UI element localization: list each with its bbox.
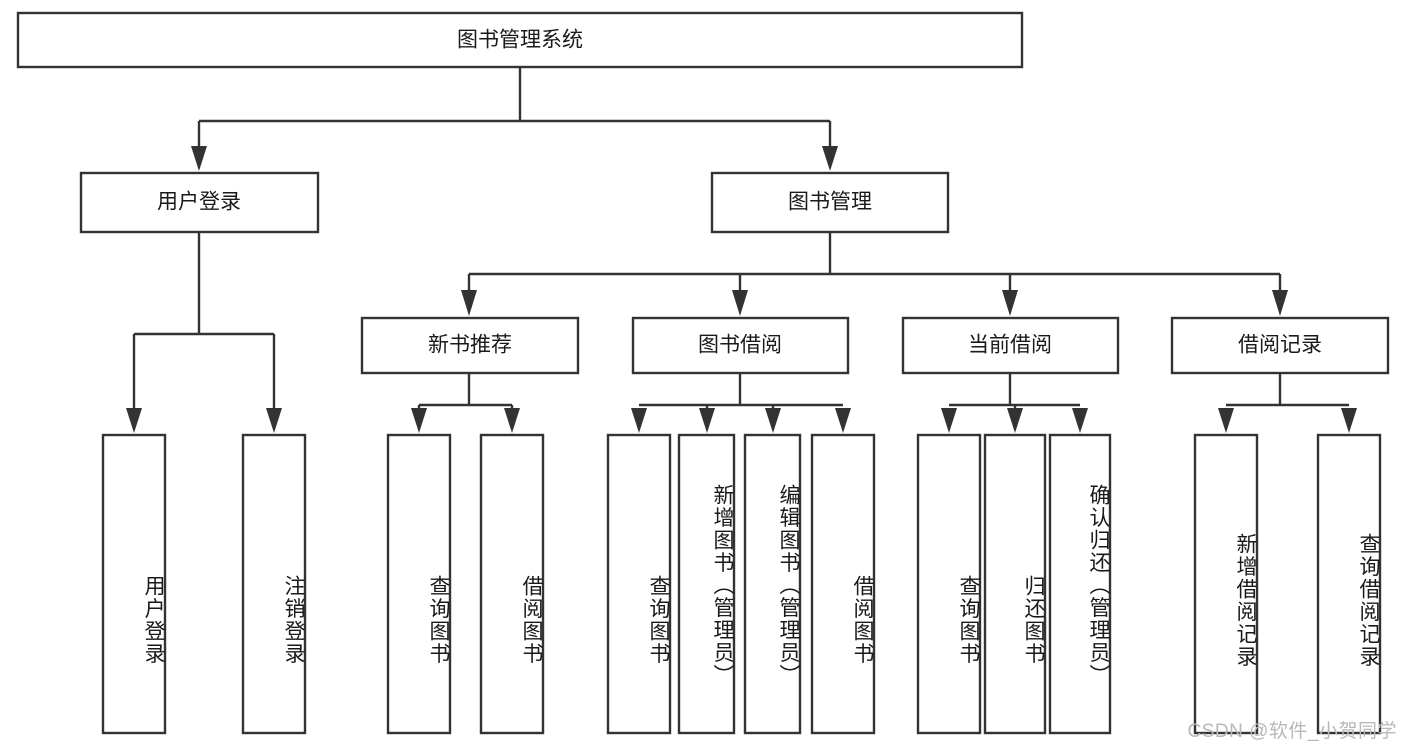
connector-group-root	[191, 67, 838, 171]
node-book-management-box[interactable]	[710, 171, 950, 234]
node-book-management-label: 图书管理	[788, 191, 872, 214]
node-borrow-record-label: 借阅记录	[1238, 334, 1322, 357]
node-book-borrow[interactable]: 图书借阅	[631, 316, 850, 375]
arrow-br-l1	[1218, 408, 1234, 433]
arrow-bb-l3	[765, 408, 781, 433]
node-current-borrow[interactable]: 当前借阅	[901, 316, 1120, 375]
arrow-bb-l2	[699, 408, 715, 433]
arrow-bm-to-bookborrow	[732, 290, 748, 316]
arrow-bm-to-borrowrecord	[1272, 290, 1288, 316]
node-new-book-recommend-label: 新书推荐	[428, 334, 512, 357]
connector-group-current-borrow	[941, 373, 1088, 433]
connector-group-user-login	[126, 232, 282, 433]
connector-group-book-management	[461, 232, 1288, 316]
arrow-ul-l1	[126, 408, 142, 433]
node-leaf-add-borrow-record-box[interactable]	[1193, 433, 1259, 735]
node-user-login[interactable]: 用户登录	[79, 171, 320, 234]
arrow-bb-l1	[631, 408, 647, 433]
node-root[interactable]: 图书管理系统	[16, 11, 1024, 69]
node-leaf-query-borrow-record-box[interactable]	[1316, 433, 1382, 735]
node-leaf-borrow-book-1-box[interactable]	[479, 433, 545, 735]
node-book-borrow-box[interactable]	[631, 316, 850, 375]
arrow-cb-l1	[941, 408, 957, 433]
node-leaf-confirm-return-box[interactable]	[1048, 433, 1112, 735]
arrow-nbr-l2	[504, 408, 520, 433]
connector-group-book-borrow	[631, 373, 851, 433]
node-current-borrow-label: 当前借阅	[968, 334, 1052, 357]
node-user-login-label: 用户登录	[157, 191, 241, 214]
arrow-br-l2	[1341, 408, 1357, 433]
arrow-root-to-book-management	[822, 146, 838, 171]
node-leaf-logout-login-box[interactable]	[241, 433, 307, 735]
arrow-bb-l4	[835, 408, 851, 433]
arrow-bm-to-newbook	[461, 290, 477, 316]
node-borrow-record-box[interactable]	[1170, 316, 1390, 375]
node-leaf-borrow-book-2-box[interactable]	[810, 433, 876, 735]
connector-group-borrow-record	[1218, 373, 1357, 433]
node-leaf-query-book-3-box[interactable]	[916, 433, 982, 735]
node-root-box[interactable]	[16, 11, 1024, 69]
node-borrow-record[interactable]: 借阅记录	[1170, 316, 1390, 375]
arrow-cb-l3	[1072, 408, 1088, 433]
node-new-book-recommend[interactable]: 新书推荐	[360, 316, 580, 375]
arrow-nbr-l1	[411, 408, 427, 433]
node-leaf-edit-book-box[interactable]	[743, 433, 802, 735]
node-book-management[interactable]: 图书管理	[710, 171, 950, 234]
node-current-borrow-box[interactable]	[901, 316, 1120, 375]
csdn-watermark: CSDN @软件_小贺同学	[1187, 721, 1397, 742]
node-leaf-user-login-box[interactable]	[101, 433, 167, 735]
arrow-ul-l2	[266, 408, 282, 433]
node-leaf-add-book-box[interactable]	[677, 433, 736, 735]
node-root-label: 图书管理系统	[457, 29, 583, 52]
node-leaf-query-book-1-box[interactable]	[386, 433, 452, 735]
node-user-login-box[interactable]	[79, 171, 320, 234]
node-book-borrow-label: 图书借阅	[698, 334, 782, 357]
node-leaf-return-book-box[interactable]	[983, 433, 1047, 735]
arrow-cb-l2	[1007, 408, 1023, 433]
node-leaf-query-book-2-box[interactable]	[606, 433, 672, 735]
node-new-book-recommend-box[interactable]	[360, 316, 580, 375]
arrow-root-to-user-login	[191, 146, 207, 171]
connector-group-new-book-recommend	[411, 373, 520, 433]
arrow-bm-to-currentborrow	[1002, 290, 1018, 316]
